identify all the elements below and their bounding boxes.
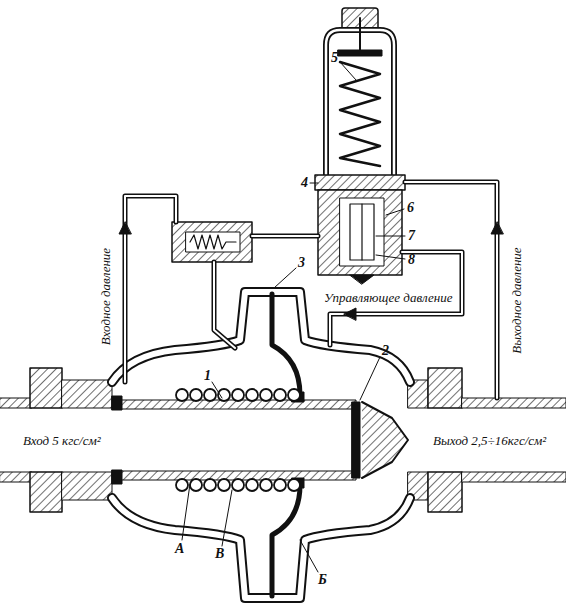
pressure-label: Выходное давление — [510, 247, 523, 353]
spring-coil — [204, 389, 216, 401]
callout-number: 5 — [331, 51, 338, 65]
spring-coil — [288, 479, 300, 491]
diaphragm — [272, 294, 300, 596]
piston-sleeve — [112, 392, 356, 488]
spring-coil — [288, 389, 300, 401]
spring-coil — [218, 479, 230, 491]
spring-coil — [260, 479, 272, 491]
pressure-label: Входное давление — [99, 248, 112, 345]
spring-coil — [232, 479, 244, 491]
callout-number: В — [215, 547, 224, 561]
pressure-label: Выход 2,5÷16кгс/см² — [433, 434, 546, 447]
spring-coil — [274, 389, 286, 401]
callout-number: 7 — [408, 229, 415, 243]
pressure-tubes — [119, 182, 503, 398]
piston-spring — [176, 389, 300, 491]
callout-number: 1 — [204, 369, 211, 383]
spring-coil — [176, 389, 188, 401]
relay-valve — [172, 222, 252, 262]
housing — [112, 292, 410, 598]
callout-number: 6 — [407, 201, 414, 215]
callout-number: 4 — [301, 176, 308, 190]
callout-number: А — [175, 542, 184, 556]
pressure-label: Управляющее давление — [324, 291, 453, 304]
callout-number: Б — [318, 573, 327, 587]
pressure-label: Вход 5 кгс/см² — [23, 434, 101, 447]
valve-seat — [352, 402, 408, 478]
spring-coil — [232, 389, 244, 401]
callout-number: 8 — [408, 253, 415, 267]
spring-coil — [246, 389, 258, 401]
leader-line — [182, 62, 405, 572]
spring-coil — [204, 479, 216, 491]
callout-number: 3 — [298, 256, 305, 270]
inlet-pipe — [0, 368, 112, 512]
pilot-valve — [315, 8, 405, 284]
outlet-pipe — [408, 368, 566, 512]
spring-coil — [176, 479, 188, 491]
spring-coil — [190, 389, 202, 401]
spring-coil — [190, 479, 202, 491]
spring-coil — [260, 389, 272, 401]
callout-number: 2 — [382, 344, 389, 358]
spring-coil — [246, 479, 258, 491]
spring-coil — [274, 479, 286, 491]
